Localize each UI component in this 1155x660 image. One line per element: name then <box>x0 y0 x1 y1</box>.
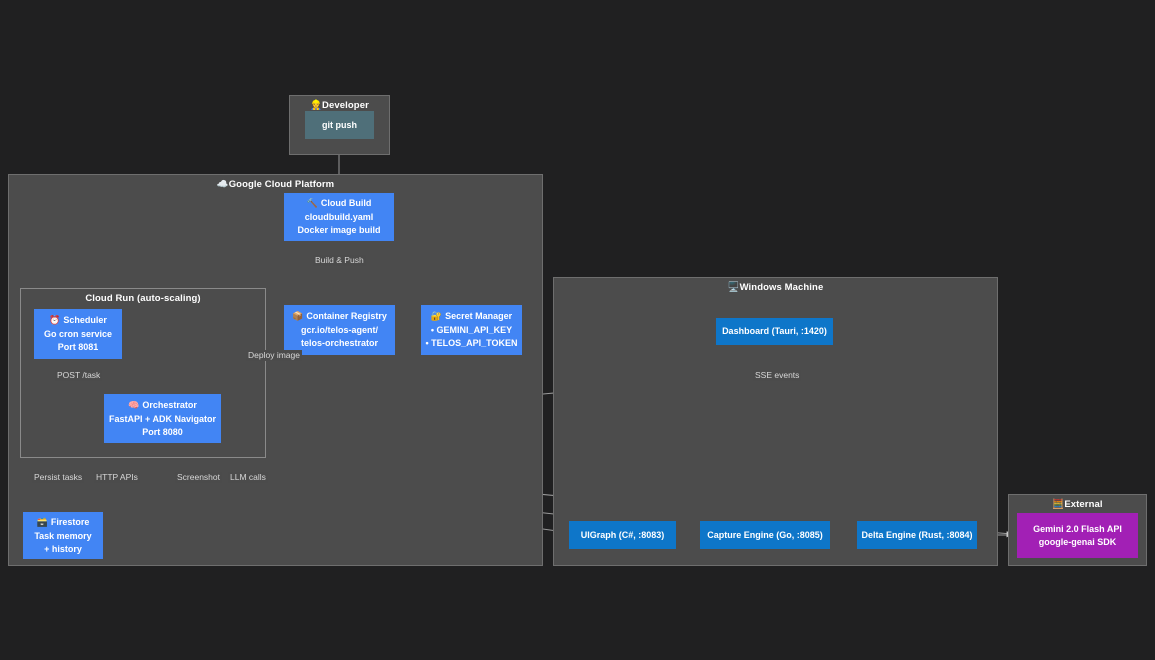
edge-label-post-task: POST /task <box>55 370 103 381</box>
cloud-icon: ☁️ <box>216 179 229 190</box>
node-scheduler[interactable]: ⏰Scheduler Go cron service Port 8081 <box>34 309 122 359</box>
node-orchestrator-line-2: Port 8080 <box>142 426 183 437</box>
edge-label-llm-calls: LLM calls <box>228 472 268 483</box>
edge-label-sse-events: SSE events <box>753 370 802 381</box>
abacus-icon: 🧮 <box>1052 499 1065 510</box>
node-git-push[interactable]: git push <box>305 111 374 139</box>
cluster-gcp-label: ☁️Google Cloud Platform <box>216 179 335 190</box>
node-delta-engine-line-0: Delta Engine (Rust, :8084) <box>861 529 973 540</box>
node-cloud-build-line-1: cloudbuild.yaml <box>304 212 374 222</box>
node-container-registry[interactable]: 📦Container Registry gcr.io/telos-agent/ … <box>284 305 395 355</box>
card-file-box-icon: 🗃️ <box>36 517 48 528</box>
brain-icon: 🧠 <box>128 400 140 411</box>
desktop-computer-icon: 🖥️ <box>727 282 740 293</box>
node-uigraph-line-0: UIGraph (C#, :8083) <box>580 529 665 540</box>
node-container-registry-line-1: gcr.io/telos-agent/ <box>300 325 378 335</box>
node-container-registry-line-2: telos-orchestrator <box>300 338 379 348</box>
node-dashboard[interactable]: Dashboard (Tauri, :1420) <box>716 318 833 345</box>
node-secret-manager-line-2: • TELOS_API_TOKEN <box>425 338 518 348</box>
cluster-cloud-run-label: Cloud Run (auto-scaling) <box>85 293 201 304</box>
alarm-clock-icon: ⏰ <box>49 316 61 326</box>
node-scheduler-line-2: Port 8081 <box>57 342 99 352</box>
node-gemini[interactable]: Gemini 2.0 Flash API google-genai SDK <box>1017 513 1138 558</box>
hammer-icon: 🔨 <box>306 199 318 209</box>
edge-label-deploy-image: Deploy image <box>246 350 302 361</box>
node-firestore-line-1: Task memory <box>34 530 92 541</box>
node-orchestrator-line-1: FastAPI + ADK Navigator <box>109 413 216 424</box>
cluster-cloud-run: Cloud Run (auto-scaling) <box>20 288 266 458</box>
node-scheduler-line-1: Go cron service <box>43 329 113 339</box>
lock-icon: 🔐 <box>430 312 443 322</box>
node-git-push-line-0: git push <box>322 119 357 130</box>
edge-label-http-apis: HTTP APIs <box>94 472 140 483</box>
cluster-external-label: 🧮External <box>1052 499 1103 510</box>
node-gemini-line-0: Gemini 2.0 Flash API <box>1033 523 1122 534</box>
package-icon: 📦 <box>292 312 304 322</box>
node-dashboard-line-0: Dashboard (Tauri, :1420) <box>722 326 827 336</box>
cluster-developer-label: 👷Developer <box>310 100 369 111</box>
node-orchestrator[interactable]: 🧠Orchestrator FastAPI + ADK Navigator Po… <box>104 394 221 443</box>
node-delta-engine[interactable]: Delta Engine (Rust, :8084) <box>857 521 977 549</box>
node-cloud-build[interactable]: 🔨Cloud Build cloudbuild.yaml Docker imag… <box>284 193 394 241</box>
node-gemini-line-1: google-genai SDK <box>1038 536 1117 547</box>
node-uigraph[interactable]: UIGraph (C#, :8083) <box>569 521 676 549</box>
node-scheduler-title: ⏰Scheduler <box>49 315 107 326</box>
node-secret-manager[interactable]: 🔐Secret Manager • GEMINI_API_KEY • TELOS… <box>421 305 522 355</box>
cluster-windows-label: 🖥️Windows Machine <box>727 282 824 293</box>
node-capture-engine[interactable]: Capture Engine (Go, :8085) <box>700 521 830 549</box>
node-secret-manager-line-1: • GEMINI_API_KEY <box>430 325 513 335</box>
node-firestore-title: 🗃️Firestore <box>36 516 90 528</box>
node-firestore-line-2: + history <box>44 543 82 554</box>
edge-label-build-push: Build & Push <box>313 255 366 266</box>
node-orchestrator-title: 🧠Orchestrator <box>128 399 197 411</box>
edge-label-persist-tasks: Persist tasks <box>32 472 85 483</box>
node-cloud-build-title: 🔨Cloud Build <box>306 198 372 209</box>
node-firestore[interactable]: 🗃️Firestore Task memory + history <box>23 512 103 559</box>
edge-label-screenshot: Screenshot <box>175 472 222 483</box>
node-capture-engine-line-0: Capture Engine (Go, :8085) <box>707 529 823 540</box>
node-cloud-build-line-2: Docker image build <box>297 225 381 235</box>
construction-worker-icon: 👷 <box>310 100 323 111</box>
node-secret-manager-title: 🔐Secret Manager <box>430 311 513 322</box>
node-container-registry-title: 📦Container Registry <box>292 311 387 322</box>
